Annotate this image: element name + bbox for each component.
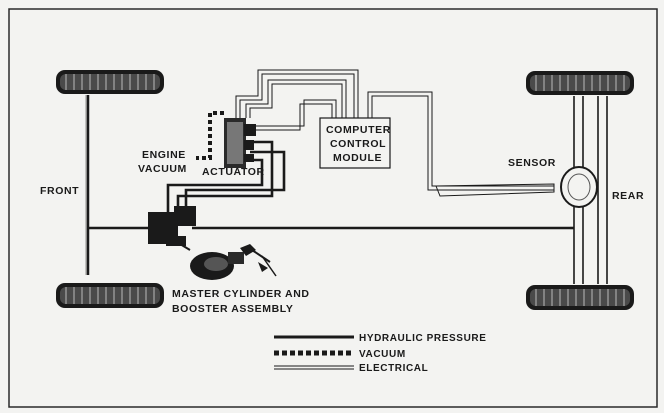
front-label: FRONT (40, 185, 79, 197)
legend: HYDRAULIC PRESSURE VACUUM ELECTRICAL (274, 333, 486, 374)
computer-label-line1: COMPUTER (326, 124, 391, 136)
rear-label: REAR (612, 190, 644, 202)
legend-hydraulic-label: HYDRAULIC PRESSURE (359, 333, 486, 344)
front-axle (85, 95, 90, 275)
legend-electrical-label: ELECTRICAL (359, 363, 428, 374)
front-right-wheel (56, 283, 164, 308)
actuator-label: ACTUATOR (202, 166, 265, 178)
sensor-lead (435, 183, 555, 197)
rear-right-wheel (526, 285, 634, 310)
engine-vacuum-label-line1: ENGINE (142, 149, 186, 161)
sensor-label: SENSOR (508, 157, 556, 169)
computer-control-module (319, 117, 391, 169)
computer-label-line3: MODULE (333, 152, 382, 164)
master-cylinder-label-line2: BOOSTER ASSEMBLY (172, 303, 293, 315)
front-left-wheel (56, 70, 164, 94)
vacuum-line (196, 111, 224, 160)
master-cylinder-label-line1: MASTER CYLINDER AND (172, 288, 310, 300)
differential (560, 166, 598, 208)
engine-vacuum-label-line2: VACUUM (138, 163, 187, 175)
diagram-border (8, 8, 658, 408)
legend-vacuum-label: VACUUM (359, 349, 406, 360)
computer-label-line2: CONTROL (330, 138, 386, 150)
electrical-lines (235, 69, 554, 191)
master-cylinder (148, 206, 196, 246)
rear-left-wheel (526, 71, 634, 95)
booster-assembly (179, 243, 277, 280)
hydraulic-lines (88, 140, 574, 230)
actuator (224, 118, 256, 168)
